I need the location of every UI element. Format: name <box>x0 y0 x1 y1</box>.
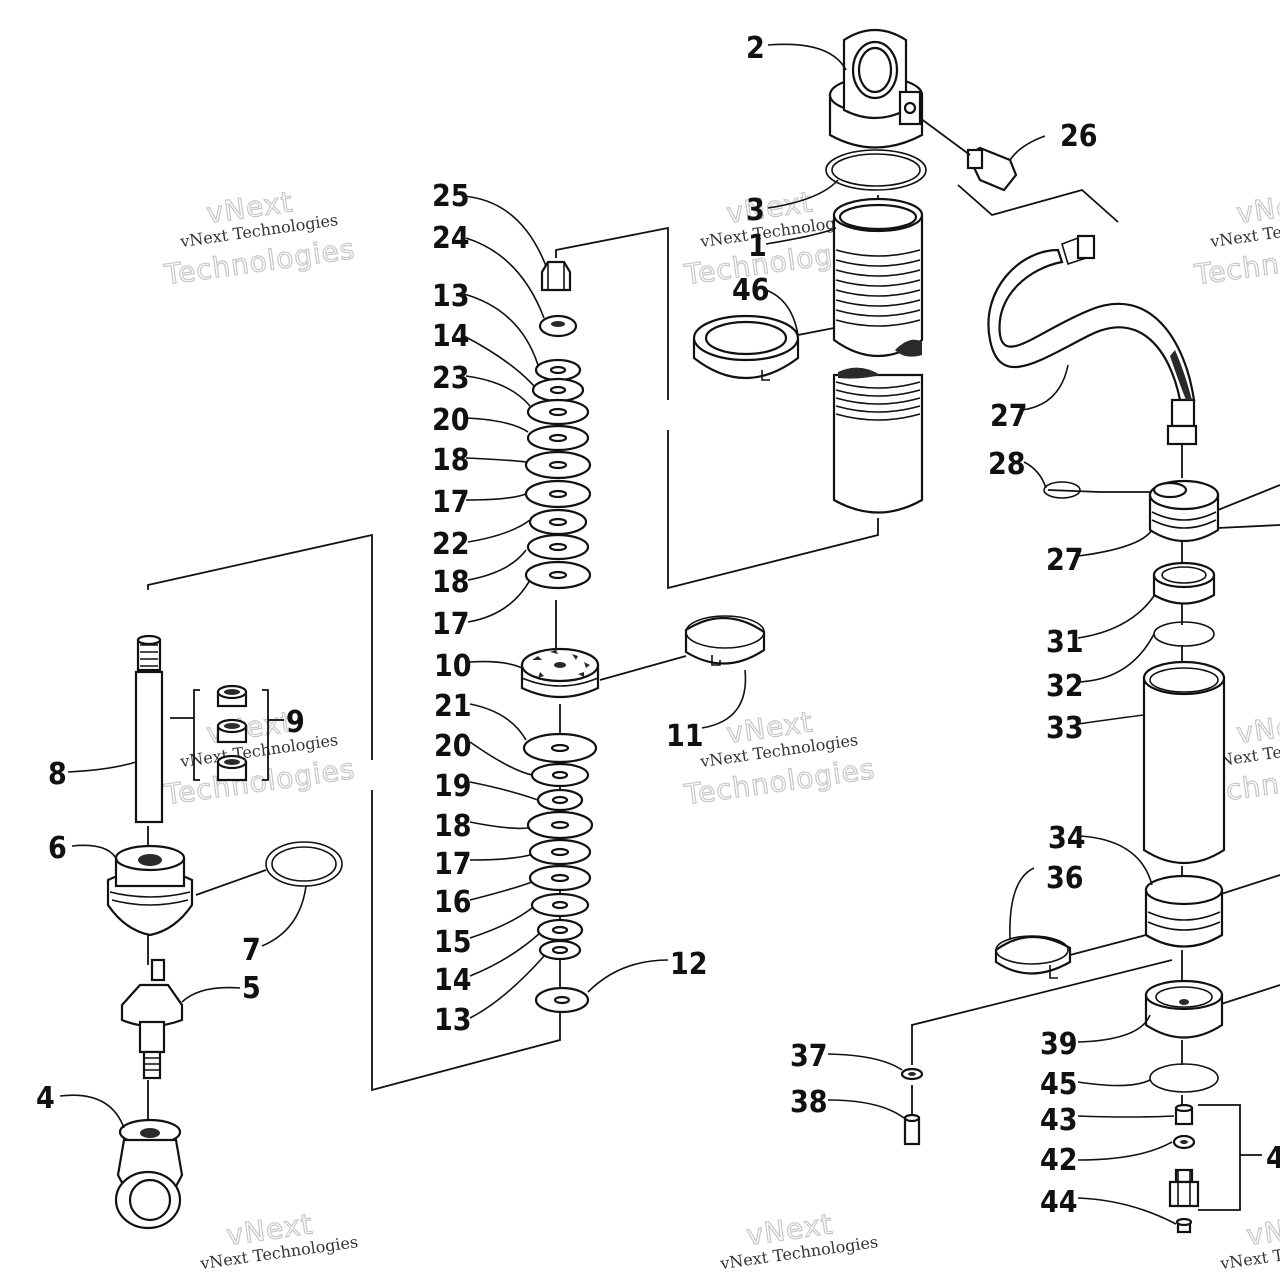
floating-piston <box>1152 561 1216 605</box>
callout-13: 13 <box>434 1003 472 1038</box>
o-ring <box>195 841 343 896</box>
callout-13: 13 <box>432 279 470 314</box>
callout-20: 20 <box>432 403 470 438</box>
callout-28: 27 <box>1046 543 1084 578</box>
seal <box>1043 481 1081 499</box>
callout-20: 20 <box>434 729 472 764</box>
watermark: vNext vNext Technologies Technologies <box>1191 185 1280 293</box>
callout-16: 16 <box>434 885 472 920</box>
callout-19: 19 <box>434 769 472 804</box>
hose-fitting <box>919 117 1018 192</box>
callout-1: 1 <box>748 229 767 264</box>
mount-hardware <box>900 1067 924 1146</box>
callout-31: 31 <box>1046 625 1084 660</box>
callout-18: 18 <box>434 809 472 844</box>
callout-22: 22 <box>432 527 470 562</box>
callout-4: 4 <box>36 1081 55 1116</box>
reservoir-body <box>1142 660 1226 865</box>
reservoir-cap <box>1148 479 1220 542</box>
callout-32: 32 <box>1046 669 1084 704</box>
callout-12: 12 <box>670 947 708 982</box>
watermark: vNext vNext Technologies <box>718 1207 879 1274</box>
callout-7: 7 <box>242 933 261 968</box>
callout-15: 15 <box>434 925 472 960</box>
callout-9: 9 <box>286 705 305 740</box>
callout-38: 38 <box>790 1085 828 1120</box>
schrader-valve <box>1168 1103 1200 1234</box>
callout-27: 27 <box>990 399 1028 434</box>
clamp-ring <box>994 934 1147 979</box>
callout-2: 2 <box>746 31 765 66</box>
watermark: vNext vNext Technologies <box>198 1207 359 1274</box>
callout-5: 5 <box>242 971 261 1006</box>
callout-3: 3 <box>746 193 765 228</box>
callout-37: 37 <box>790 1039 828 1074</box>
bumper <box>120 958 184 1080</box>
seal-head <box>106 844 194 937</box>
callout-36: 36 <box>1046 861 1084 896</box>
reservoir-end-cap <box>1144 874 1224 948</box>
callout-14: 14 <box>434 963 472 998</box>
valve-stack <box>520 260 600 1014</box>
callout-11: 11 <box>666 719 704 754</box>
callout-18: 18 <box>432 443 470 478</box>
reservoir-hose <box>987 234 1198 446</box>
callout-17: 17 <box>432 485 470 520</box>
callout-17: 17 <box>432 607 470 642</box>
shaft <box>134 634 164 824</box>
lock-ring <box>692 314 835 381</box>
callout-46: 46 <box>732 273 770 308</box>
bushing-set <box>170 684 284 782</box>
callouts: 2 3 1 46 26 27 28 27 31 32 33 34 36 39 4… <box>36 31 1280 1220</box>
watermark: vNext vNext Technologies <box>1218 1207 1280 1274</box>
callout-4-right: 4 <box>1266 1141 1280 1176</box>
eyelet <box>114 1118 184 1230</box>
callout-26: 26 <box>1060 119 1098 154</box>
watermark: vNext vNext Technologies Technologies <box>161 185 358 293</box>
callout-18: 18 <box>432 565 470 600</box>
o-ring <box>1149 1063 1219 1093</box>
callout-25: 25 <box>432 179 470 214</box>
watermark: vNext vNext Technologies Technologies <box>681 705 878 813</box>
callout-6: 6 <box>48 831 67 866</box>
callout-42: 42 <box>1040 1143 1078 1178</box>
callout-30: 28 <box>988 447 1026 482</box>
callout-44: 44 <box>1040 1185 1078 1220</box>
callout-34: 34 <box>1048 821 1086 856</box>
o-ring <box>1153 621 1215 647</box>
callout-17: 17 <box>434 847 472 882</box>
callout-21: 21 <box>434 689 472 724</box>
shock-body <box>825 29 927 514</box>
callout-45: 45 <box>1040 1067 1078 1102</box>
callout-23: 23 <box>432 361 470 396</box>
watermark: vNext vNext Technologies Technologies <box>161 705 358 813</box>
callout-24: 24 <box>432 221 470 256</box>
callout-33: 33 <box>1046 711 1084 746</box>
bottom-cap <box>1144 979 1224 1039</box>
piston-ring <box>599 615 766 681</box>
callout-8: 8 <box>48 757 67 792</box>
leader-lines <box>59 43 1177 1225</box>
callout-14: 14 <box>432 319 470 354</box>
callout-39: 39 <box>1040 1027 1078 1062</box>
callout-10: 10 <box>434 649 472 684</box>
callout-43: 43 <box>1040 1103 1078 1138</box>
svg-text:vNext: vNext <box>1245 1207 1280 1252</box>
